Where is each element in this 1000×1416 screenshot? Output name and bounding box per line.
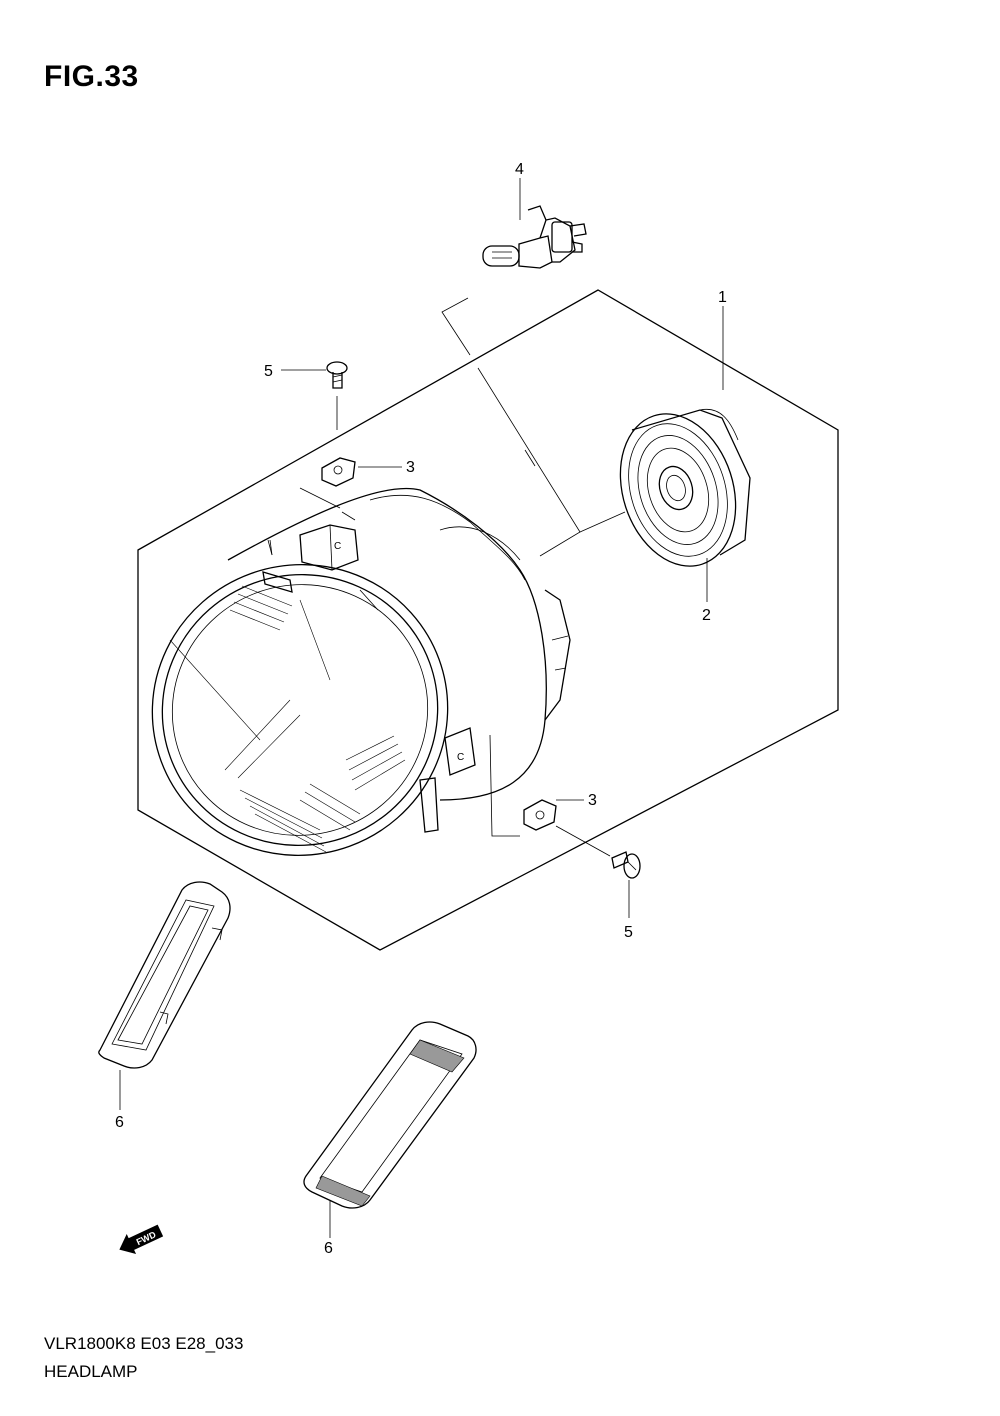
diagram-footer: VLR1800K8 E03 E28_033 HEADLAMP: [44, 1330, 243, 1386]
screw-top: [326, 361, 348, 430]
reflector-right: [303, 1021, 477, 1209]
figure-name: HEADLAMP: [44, 1362, 138, 1381]
nut-clip-bottom: [523, 799, 611, 857]
svg-text:5: 5: [264, 363, 273, 380]
assembly-outline: [137, 289, 839, 951]
headlamp-housing: [151, 487, 571, 857]
reflector-left: [98, 881, 231, 1069]
bulb-part: [482, 205, 587, 269]
callout-6a: 6: [115, 1070, 124, 1131]
callout-6b: 6: [324, 1200, 333, 1257]
svg-text:3: 3: [406, 459, 415, 476]
reflector-right-hatch: [315, 1039, 465, 1207]
relay-mark-side: C: [457, 752, 464, 763]
callout-2: 2: [702, 558, 711, 624]
callout-4: 4: [515, 161, 524, 220]
svg-text:6: 6: [115, 1114, 124, 1131]
svg-text:3: 3: [588, 792, 597, 809]
nut-clip-top: [299, 457, 356, 521]
callout-3a: 3: [358, 459, 415, 476]
svg-text:5: 5: [624, 924, 633, 941]
svg-text:1: 1: [718, 289, 727, 306]
figure-title: FIG.33: [44, 60, 139, 93]
svg-text:2: 2: [702, 607, 711, 624]
callout-5b: 5: [624, 880, 633, 941]
model-code: VLR1800K8 E03 E28_033: [44, 1334, 244, 1353]
callout-3b: 3: [556, 792, 597, 809]
callout-1: 1: [718, 289, 727, 390]
fwd-arrow-icon: FWD: [119, 1224, 164, 1255]
lens-hatch-upper: [229, 585, 293, 631]
lens-hatch-lower: [239, 735, 406, 853]
svg-text:4: 4: [515, 161, 524, 178]
dust-cover-part: [619, 408, 751, 567]
screw-bottom: [611, 851, 641, 879]
svg-text:6: 6: [324, 1240, 333, 1257]
relay-mark-top: C: [334, 541, 341, 552]
callout-5a: 5: [264, 363, 326, 380]
